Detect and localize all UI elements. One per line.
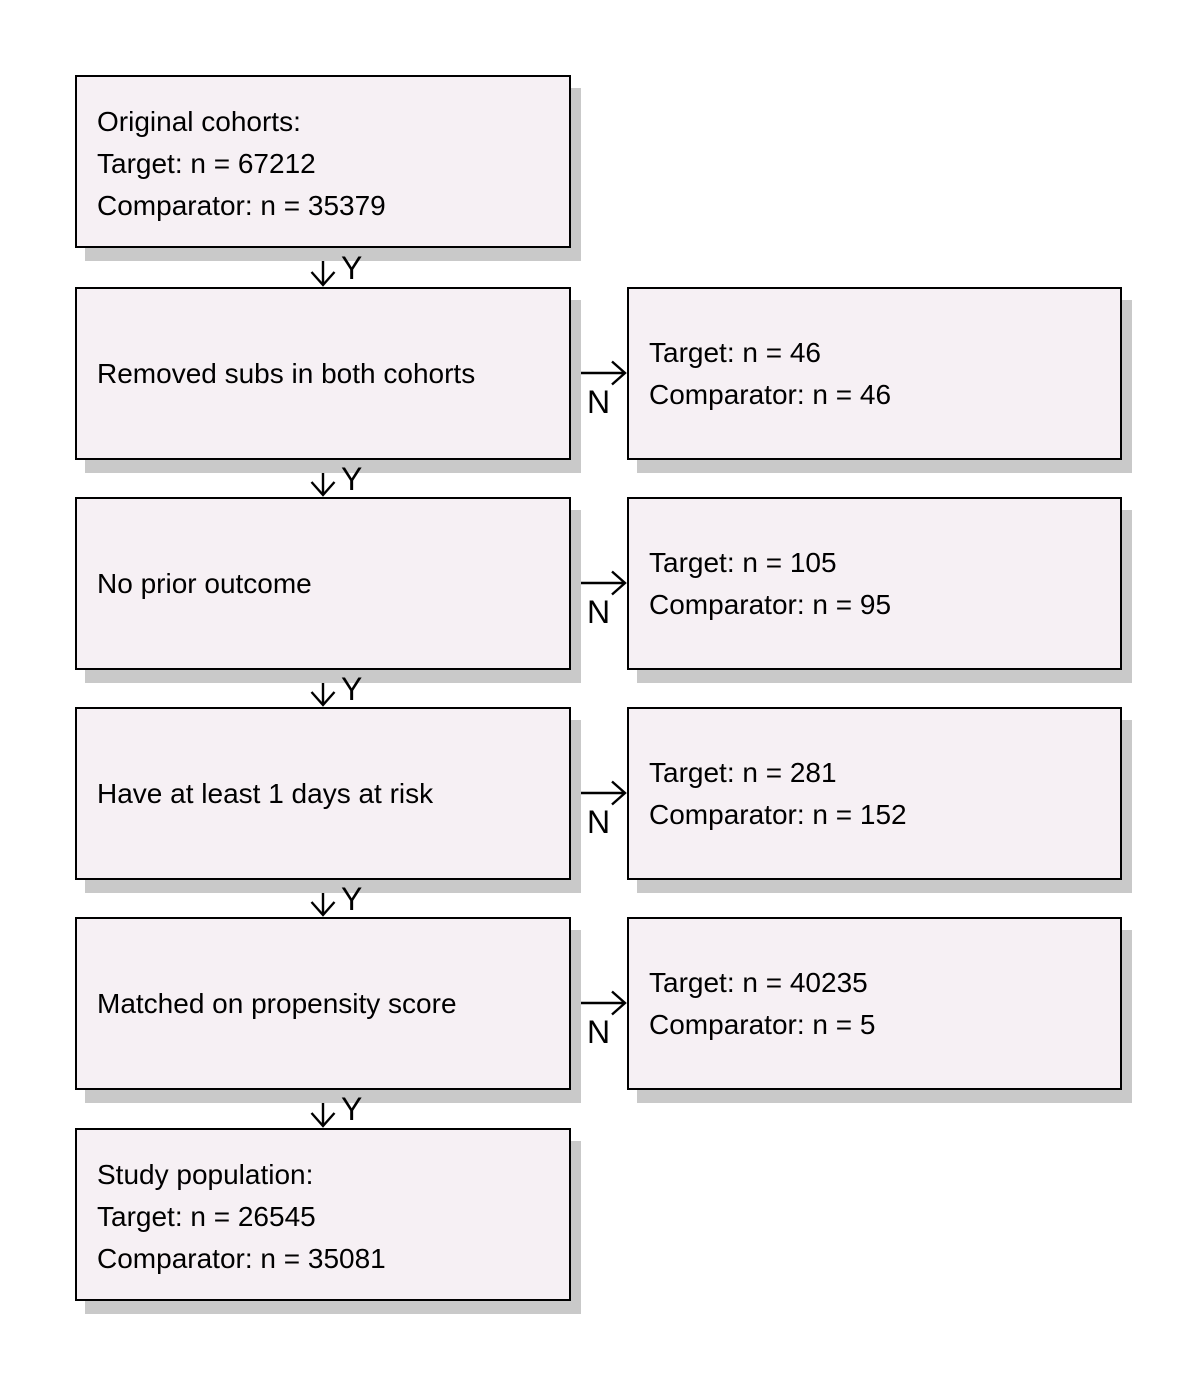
box-text-line: Target: n = 46 (649, 336, 822, 368)
no-branch-label: N (587, 594, 611, 630)
box-text-line: Target: n = 67212 (97, 148, 316, 179)
box-text-line: Target: n = 26545 (97, 1201, 316, 1232)
box-removed-subs: Removed subs in both cohorts (75, 287, 571, 460)
box-text-line: Original cohorts: (97, 106, 301, 137)
no-branch-label: N (587, 804, 611, 840)
yes-branch-label: Y (341, 1091, 363, 1127)
box-text-line: Comparator: n = 35379 (97, 190, 386, 221)
box-text-line: Comparator: n = 46 (649, 378, 892, 410)
yes-branch-label: Y (341, 881, 363, 917)
yes-branch-label: Y (341, 461, 363, 497)
yes-branch-label: Y (341, 671, 363, 707)
box-original-cohorts: Original cohorts: Target: n = 67212 Comp… (75, 75, 571, 248)
down-arrow-icon (310, 462, 336, 497)
right-arrow-icon (572, 570, 627, 596)
box-text-line: Comparator: n = 95 (649, 588, 892, 620)
box-text-line: Comparator: n = 5 (649, 1008, 876, 1040)
box-text-line: No prior outcome (97, 567, 312, 599)
box-study-population: Study population: Target: n = 26545 Comp… (75, 1128, 571, 1301)
no-branch-label: N (587, 1014, 611, 1050)
down-arrow-icon (310, 672, 336, 707)
box-text-line: Target: n = 281 (649, 756, 837, 788)
box-text-line: Target: n = 40235 (649, 966, 868, 998)
box-text-line: Removed subs in both cohorts (97, 357, 476, 389)
right-arrow-icon (572, 360, 627, 386)
right-arrow-icon (572, 990, 627, 1016)
box-excluded-matched-propensity: Target: n = 40235 Comparator: n = 5 (627, 917, 1122, 1090)
down-arrow-icon (310, 882, 336, 917)
down-arrow-icon (310, 250, 336, 287)
box-days-at-risk: Have at least 1 days at risk (75, 707, 571, 880)
right-arrow-icon (572, 780, 627, 806)
box-no-prior-outcome: No prior outcome (75, 497, 571, 670)
box-text-line: Comparator: n = 35081 (97, 1243, 386, 1274)
box-excluded-removed-subs: Target: n = 46 Comparator: n = 46 (627, 287, 1122, 460)
box-text-line: Have at least 1 days at risk (97, 777, 434, 809)
box-matched-propensity: Matched on propensity score (75, 917, 571, 1090)
box-text-line: Study population: (97, 1159, 314, 1190)
box-text-line: Comparator: n = 152 (649, 798, 907, 830)
yes-branch-label: Y (341, 250, 363, 286)
box-text-line: Target: n = 105 (649, 546, 837, 578)
no-branch-label: N (587, 384, 611, 420)
box-excluded-days-at-risk: Target: n = 281 Comparator: n = 152 (627, 707, 1122, 880)
box-text-line: Matched on propensity score (97, 987, 457, 1019)
down-arrow-icon (310, 1092, 336, 1128)
box-excluded-no-prior-outcome: Target: n = 105 Comparator: n = 95 (627, 497, 1122, 670)
